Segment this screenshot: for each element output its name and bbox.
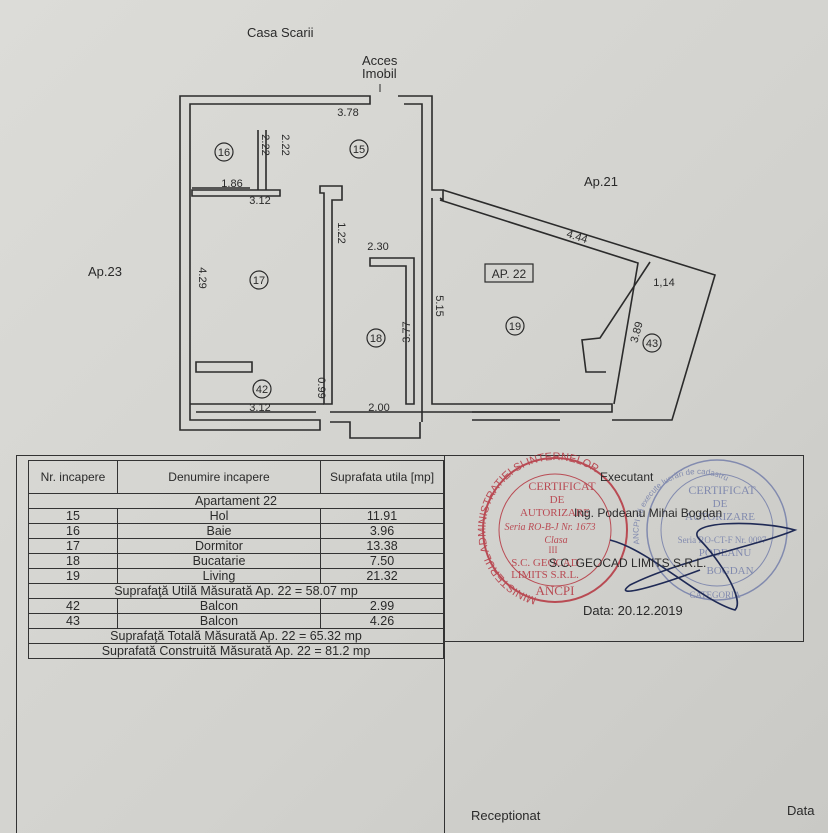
access-label-2: Imobil	[362, 66, 397, 81]
room-marker-18	[366, 328, 386, 348]
dim-3-89: 3.89	[629, 320, 646, 344]
date-label: Data	[787, 803, 815, 818]
dim-2-22-a: 2.22	[259, 134, 271, 155]
room-marker-42	[252, 379, 272, 399]
table-frame	[16, 455, 445, 833]
dim-2-00: 2.00	[368, 402, 389, 414]
room-17: 17	[253, 275, 265, 287]
room-18: 18	[370, 333, 382, 345]
dim-1-22: 1.22	[335, 222, 347, 243]
neighbor-ap23-label: Ap.23	[88, 264, 122, 279]
cell-name: Balcon	[117, 613, 321, 629]
cell-name: Hol	[117, 508, 321, 524]
cell-area: 7.50	[320, 553, 444, 569]
cell-nr: 15	[28, 508, 118, 524]
cell-name: Dormitor	[117, 538, 321, 554]
wall-outer-left	[179, 95, 371, 431]
total-area: Suprafaţă Totală Măsurată Ap. 22 = 65.32…	[28, 628, 444, 644]
apartment-label: AP. 22	[492, 267, 527, 281]
header-nr: Nr. incapere	[28, 460, 118, 494]
received-label: Receptionat	[471, 808, 541, 823]
header-area: Suprafata utila [mp]	[320, 460, 444, 494]
room-marker-19	[505, 316, 525, 336]
executant-frame	[443, 455, 804, 642]
cell-name: Baie	[117, 523, 321, 539]
cell-nr: 16	[28, 523, 118, 539]
cell-name: Bucatarie	[117, 553, 321, 569]
cell-nr: 19	[28, 568, 118, 584]
room-marker-16	[214, 142, 234, 162]
dim-0-99: 0.99	[315, 377, 327, 398]
room-marker-15	[349, 139, 369, 159]
header-name: Denumire incapere	[117, 460, 321, 494]
room-15: 15	[353, 144, 365, 156]
room-16: 16	[218, 147, 230, 159]
cell-nr: 17	[28, 538, 118, 554]
dim-2-22-b: 2.22	[279, 134, 291, 155]
executant-title: Executant	[600, 470, 654, 484]
cell-nr: 43	[28, 613, 118, 629]
cell-nr: 18	[28, 553, 118, 569]
cell-name: Living	[117, 568, 321, 584]
cell-area: 13.38	[320, 538, 444, 554]
built-area: Suprafată Construită Măsurată Ap. 22 = 8…	[28, 643, 444, 659]
areas-table: Nr. incapere Denumire incapere Suprafata…	[28, 460, 444, 659]
cell-area: 11.91	[320, 508, 444, 524]
cell-area: 3.96	[320, 523, 444, 539]
dim-1-14: 1,14	[653, 277, 674, 289]
stair-label: Casa Scarii	[247, 25, 314, 40]
cell-name: Balcon	[117, 598, 321, 614]
wall-right-top	[398, 95, 444, 202]
cell-area: 21.32	[320, 568, 444, 584]
table-header: Nr. incapere Denumire incapere Suprafata…	[28, 460, 444, 494]
neighbor-ap21-label: Ap.21	[584, 174, 618, 189]
useful-area-total: Suprafaţă Utilă Măsurată Ap. 22 = 58.07 …	[28, 583, 444, 599]
cell-area: 2.99	[320, 598, 444, 614]
dim-3-12-bottom: 3.12	[249, 402, 270, 414]
dim-3-78: 3.78	[337, 107, 358, 119]
room-19: 19	[509, 321, 521, 333]
frame-top-line	[16, 455, 804, 456]
cell-area: 4.26	[320, 613, 444, 629]
dim-1-86: 1.86	[221, 178, 242, 190]
room-43: 43	[646, 338, 658, 350]
executant-name: Ing. Podeanu Mihai Bogdan	[574, 506, 723, 520]
executant-company: S.C. GEOCAD LIMITS S.R.L.	[549, 556, 707, 570]
access-label-1: Acces	[362, 53, 398, 68]
room-42: 42	[256, 384, 268, 396]
cell-nr: 42	[28, 598, 118, 614]
dim-2-30: 2.30	[367, 241, 388, 253]
dim-3-77: 3.77	[401, 321, 413, 342]
apartment-box	[484, 263, 534, 283]
executant-date: Data: 20.12.2019	[583, 603, 683, 618]
dim-3-12-top: 3.12	[249, 195, 270, 207]
room-marker-43	[642, 333, 662, 353]
section-title: Apartament 22	[28, 493, 444, 509]
floor-plan: 16 15 17 18 19 42 43 AP. 22 3.78 1.86 3.…	[179, 84, 716, 439]
dim-4-29: 4.29	[196, 267, 208, 288]
room-marker-17	[249, 270, 269, 290]
dim-5-15: 5.15	[433, 295, 445, 316]
